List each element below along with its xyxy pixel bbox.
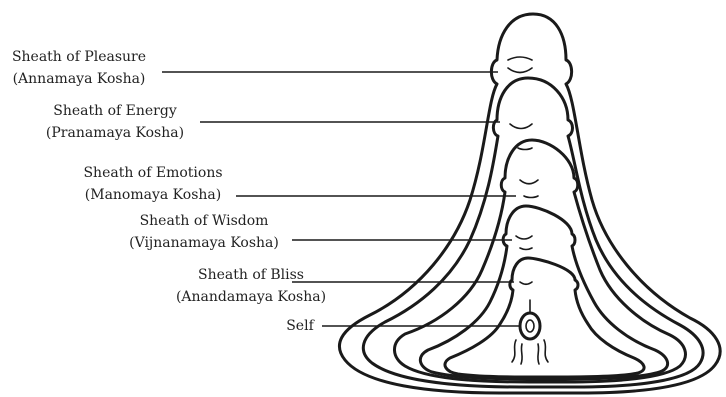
label-sheath-pleasure-sanskrit: (Annamaya Kosha) [4, 68, 154, 90]
label-sheath-emotions-sanskrit: (Manomaya Kosha) [74, 184, 232, 206]
label-sheath-wisdom-name: Sheath of Wisdom [120, 210, 288, 232]
label-sheath-wisdom: Sheath of Wisdom (Vijnanamaya Kosha) [120, 210, 288, 254]
label-sheath-wisdom-sanskrit: (Vijnanamaya Kosha) [120, 232, 288, 254]
label-sheath-bliss-name: Sheath of Bliss [168, 264, 334, 286]
label-sheath-energy-name: Sheath of Energy [40, 100, 190, 122]
label-sheath-pleasure-name: Sheath of Pleasure [4, 46, 154, 68]
label-sheath-emotions-name: Sheath of Emotions [74, 162, 232, 184]
label-sheath-energy-sanskrit: (Pranamaya Kosha) [40, 122, 190, 144]
sheath-bliss-outline [445, 258, 644, 377]
self-core [512, 300, 548, 364]
sheath-energy-outline [363, 78, 703, 387]
label-sheath-pleasure: Sheath of Pleasure (Annamaya Kosha) [4, 46, 154, 90]
label-self: Self [280, 315, 320, 337]
label-sheath-emotions: Sheath of Emotions (Manomaya Kosha) [74, 162, 232, 206]
label-sheath-energy: Sheath of Energy (Pranamaya Kosha) [40, 100, 190, 144]
label-self-name: Self [280, 315, 320, 337]
label-sheath-bliss-sanskrit: (Anandamaya Kosha) [168, 286, 334, 308]
sheath-pleasure-outline [339, 14, 720, 393]
label-sheath-bliss: Sheath of Bliss (Anandamaya Kosha) [168, 264, 334, 308]
